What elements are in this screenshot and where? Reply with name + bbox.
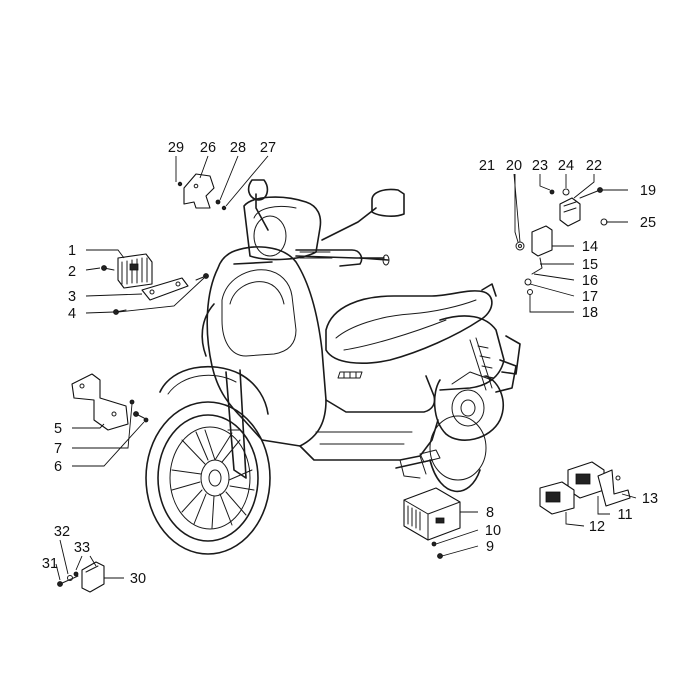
leader-lines <box>55 155 637 581</box>
callout-23: 23 <box>532 158 548 174</box>
callout-20: 20 <box>506 158 522 174</box>
callout-28: 28 <box>230 140 246 156</box>
callout-25: 25 <box>640 215 656 231</box>
part-regulator-14 <box>515 187 608 295</box>
callout-22: 22 <box>586 158 602 174</box>
callout-10: 10 <box>485 523 501 539</box>
callout-12: 12 <box>589 519 605 535</box>
scooter-illustration <box>145 179 521 555</box>
callout-24: 24 <box>558 158 574 174</box>
callout-27: 27 <box>260 140 276 156</box>
rear-wheel <box>429 415 487 493</box>
callout-5: 5 <box>54 421 62 437</box>
callout-8: 8 <box>486 505 494 521</box>
part-ecu-8 <box>403 487 461 559</box>
scooter-body <box>201 179 521 479</box>
callout-6: 6 <box>54 459 62 475</box>
callout-4: 4 <box>68 306 76 322</box>
callout-21: 21 <box>479 158 495 174</box>
callout-29: 29 <box>168 140 184 156</box>
callout-1: 1 <box>68 243 76 259</box>
callout-7: 7 <box>54 441 62 457</box>
callout-2: 2 <box>68 264 76 280</box>
part-relay-30 <box>57 561 105 593</box>
part-modules-11-13 <box>539 461 631 515</box>
callout-26: 26 <box>200 140 216 156</box>
part-screws-6-7 <box>129 399 149 423</box>
callout-9: 9 <box>486 539 494 555</box>
callout-11: 11 <box>617 507 632 523</box>
callout-33: 33 <box>74 540 90 556</box>
callout-14: 14 <box>582 239 598 255</box>
callout-19: 19 <box>640 183 656 199</box>
callout-16: 16 <box>582 273 598 289</box>
callout-32: 32 <box>54 524 70 540</box>
part-regulator-left <box>117 253 189 301</box>
callout-15: 15 <box>582 257 598 273</box>
callout-13: 13 <box>642 491 658 507</box>
callout-18: 18 <box>582 305 598 321</box>
callout-3: 3 <box>68 289 76 305</box>
callout-numbers: 1 2 3 4 5 6 7 8 9 10 11 12 13 14 15 16 1… <box>42 140 658 587</box>
callout-31: 31 <box>42 556 58 572</box>
callout-17: 17 <box>582 289 598 305</box>
front-wheel <box>145 365 271 555</box>
part-screw-2 <box>101 265 115 271</box>
part-bracket-26 <box>177 173 227 211</box>
callout-30: 30 <box>130 571 146 587</box>
part-bracket-5 <box>71 373 129 431</box>
